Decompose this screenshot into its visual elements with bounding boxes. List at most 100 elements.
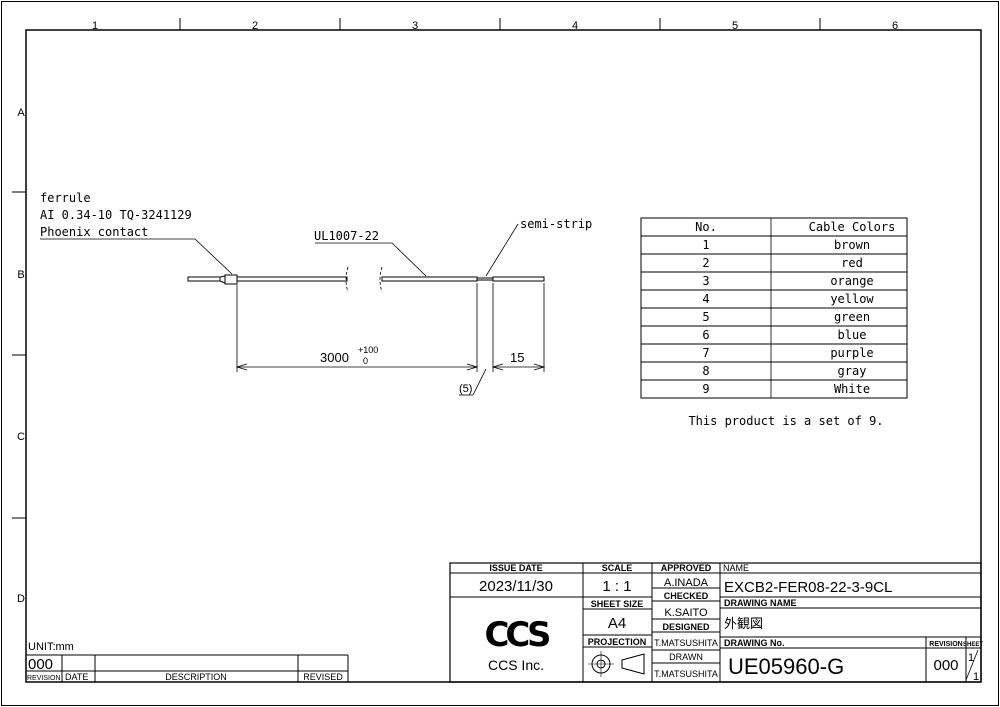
header-cable-colors: Cable Colors	[809, 220, 896, 234]
zone-col-5: 5	[732, 20, 738, 32]
cable-color: blue	[838, 328, 867, 342]
semi-strip-dimension: (5)	[459, 383, 472, 395]
sheet-label: SHEET	[963, 642, 983, 648]
sheet-size: A4	[608, 615, 626, 632]
cable-color: green	[834, 310, 870, 324]
scale-label: SCALE	[602, 563, 633, 573]
company-name: CCS Inc.	[488, 657, 544, 673]
revision-label: REVISION	[929, 641, 962, 648]
row-number: 5	[702, 310, 709, 324]
length-tolerance-lower: 0	[363, 356, 368, 366]
approved-label: APPROVED	[661, 563, 712, 573]
zone-col-4: 4	[572, 20, 578, 32]
cable-color: orange	[830, 274, 873, 288]
ferrule-maker-label: Phoenix contact	[40, 225, 148, 239]
drawing-name-label: DRAWING NAME	[724, 598, 797, 608]
zone-col-1: 1	[92, 20, 98, 32]
table-row: 3 orange	[702, 274, 873, 288]
table-row: 6 blue	[702, 328, 866, 342]
drawing-number: UE05960-G	[728, 654, 844, 679]
table-row: 8 gray	[702, 364, 866, 378]
zone-col-3: 3	[412, 20, 418, 32]
zone-col-6: 6	[892, 20, 898, 32]
length-dimension: 3000	[320, 350, 349, 365]
description-header: DESCRIPTION	[165, 672, 227, 682]
title-block: ISSUE DATE 2023/11/30 SCALE 1 : 1 SHEET …	[449, 562, 983, 683]
revised-header: REVISED	[303, 672, 343, 682]
revision-block: UNIT:mm 000 REVISION DATE DESCRIPTION RE…	[26, 641, 349, 682]
drawn-by: T.MATSUSHITA	[654, 669, 718, 679]
cable-segment	[236, 276, 348, 282]
scale-value: 1 : 1	[602, 578, 631, 595]
semi-strip-gap	[476, 277, 494, 281]
revision-header: REVISION	[27, 675, 60, 682]
name-label: NAME	[723, 563, 749, 573]
svg-text:CCS: CCS	[484, 615, 549, 655]
ferrule-leader	[194, 238, 233, 275]
table-row: 4 yellow	[702, 292, 874, 306]
issue-date: 2023/11/30	[479, 578, 553, 595]
revision-value: 000	[28, 656, 53, 673]
designed-by: T.MATSUSHITA	[654, 638, 718, 648]
designed-label: DESIGNED	[662, 622, 710, 632]
unit-label: UNIT:mm	[28, 641, 74, 653]
cable-leader	[391, 242, 427, 277]
column-zone-markers: 1 2 3 4 5 6	[92, 18, 898, 32]
approved-by: A.INADA	[664, 577, 709, 589]
break-mark	[379, 266, 383, 293]
table-row: 1 brown	[702, 238, 870, 252]
set-note: This product is a set of 9.	[688, 414, 883, 428]
table-row: 7 purple	[702, 346, 873, 360]
table-row: 9 White	[702, 382, 870, 396]
date-header: DATE	[65, 672, 88, 682]
row-number: 9	[702, 382, 709, 396]
cable-type-label: UL1007-22	[314, 229, 379, 243]
row-number: 8	[702, 364, 709, 378]
checked-label: CHECKED	[664, 591, 709, 601]
zone-row-d: D	[17, 593, 25, 605]
sheet-size-label: SHEET SIZE	[591, 599, 644, 609]
cable-color: yellow	[830, 292, 874, 306]
cable-color: White	[834, 382, 870, 396]
break-mark	[345, 266, 349, 293]
cable-segment	[381, 276, 478, 282]
row-number: 4	[702, 292, 709, 306]
length-tolerance-upper: +100	[358, 345, 378, 355]
zone-row-a: A	[17, 107, 25, 119]
third-angle-projection-icon	[588, 651, 645, 677]
semi-strip-label: semi-strip	[520, 217, 592, 231]
sheet-number: 1	[968, 652, 974, 664]
row-zone-markers: A B C D	[12, 107, 26, 605]
drawing-name: 外観図	[724, 617, 763, 632]
ferrule-part-label: AI 0.34-10 TQ-3241129	[40, 208, 192, 222]
cable-drawing: ferrule AI 0.34-10 TQ-3241129 Phoenix co…	[40, 191, 592, 396]
table-row: 5 green	[702, 310, 870, 324]
cable-color: brown	[834, 238, 870, 252]
cable-color: gray	[838, 364, 867, 378]
header-no: No.	[695, 220, 717, 234]
ferrule	[224, 274, 238, 285]
revision-number: 000	[933, 657, 958, 674]
drawn-label: DRAWN	[669, 652, 703, 662]
cable-color: purple	[830, 346, 873, 360]
cable-color: red	[841, 256, 863, 270]
strip-dimension: 15	[510, 350, 524, 365]
row-number: 3	[702, 274, 709, 288]
row-number: 6	[702, 328, 709, 342]
ferrule-label: ferrule	[40, 191, 91, 205]
zone-row-c: C	[17, 431, 25, 443]
semi-strip-leader	[485, 223, 519, 277]
row-number: 7	[702, 346, 709, 360]
projection-label: PROJECTION	[588, 637, 647, 647]
drawing-no-label: DRAWING No.	[724, 638, 785, 648]
checked-by: K.SAITO	[664, 607, 708, 619]
zone-row-b: B	[17, 269, 24, 281]
row-number: 1	[702, 238, 709, 252]
sheet-total: 1	[973, 671, 979, 683]
stripped-end	[492, 276, 545, 282]
issue-date-label: ISSUE DATE	[489, 563, 542, 573]
